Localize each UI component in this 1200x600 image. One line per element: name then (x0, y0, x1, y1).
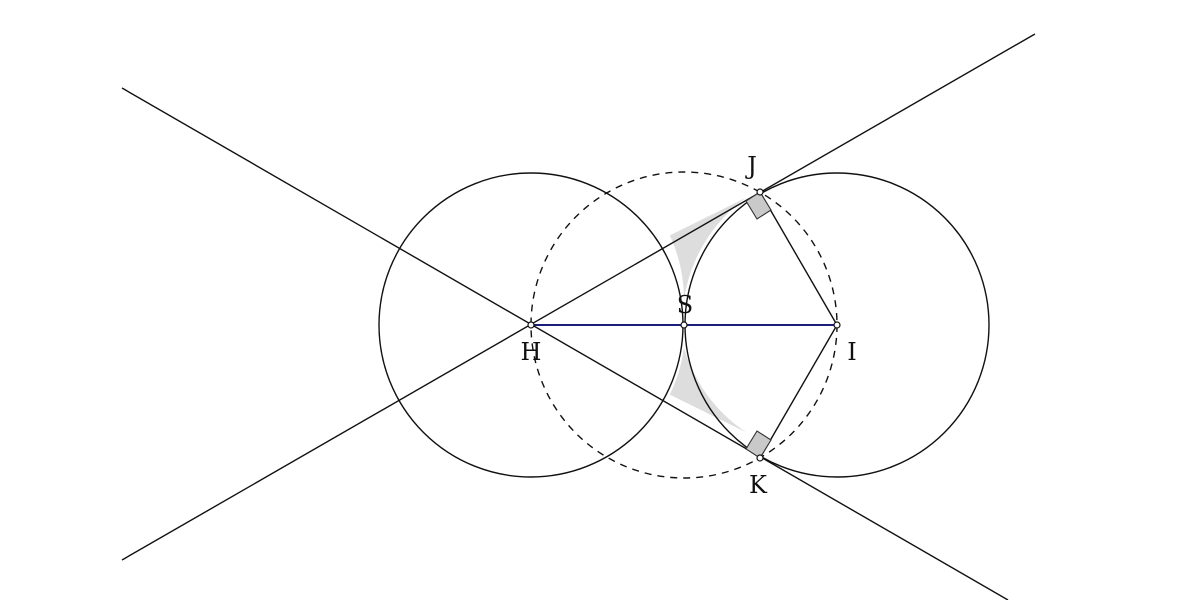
right-angle-marker-k (745, 430, 772, 459)
point-i (833, 321, 841, 329)
right-angle-marker-j (745, 191, 772, 220)
upper-shaded-region (669, 197, 746, 300)
segment-ij (759, 191, 838, 326)
point-h (527, 321, 535, 329)
segment-ik (759, 324, 838, 459)
tangent-line-hj (121, 33, 1036, 561)
lower-shaded-region (669, 348, 746, 433)
label-s: S (677, 291, 693, 319)
label-i: I (847, 338, 856, 366)
label-k: K (749, 471, 768, 499)
point-s (680, 321, 688, 329)
label-h: H (521, 338, 542, 366)
point-k (756, 454, 764, 462)
point-j (756, 188, 764, 196)
label-j: J (744, 152, 757, 180)
tangent-line-hk (121, 87, 1009, 600)
